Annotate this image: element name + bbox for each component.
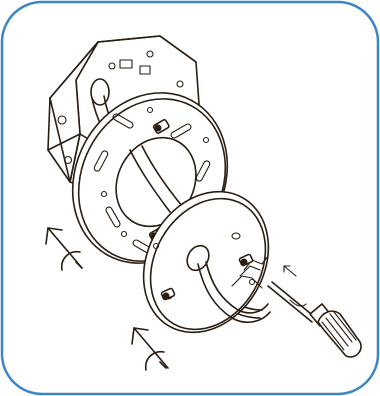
instruction-illustration-card	[0, 0, 380, 396]
installation-diagram	[0, 0, 380, 396]
